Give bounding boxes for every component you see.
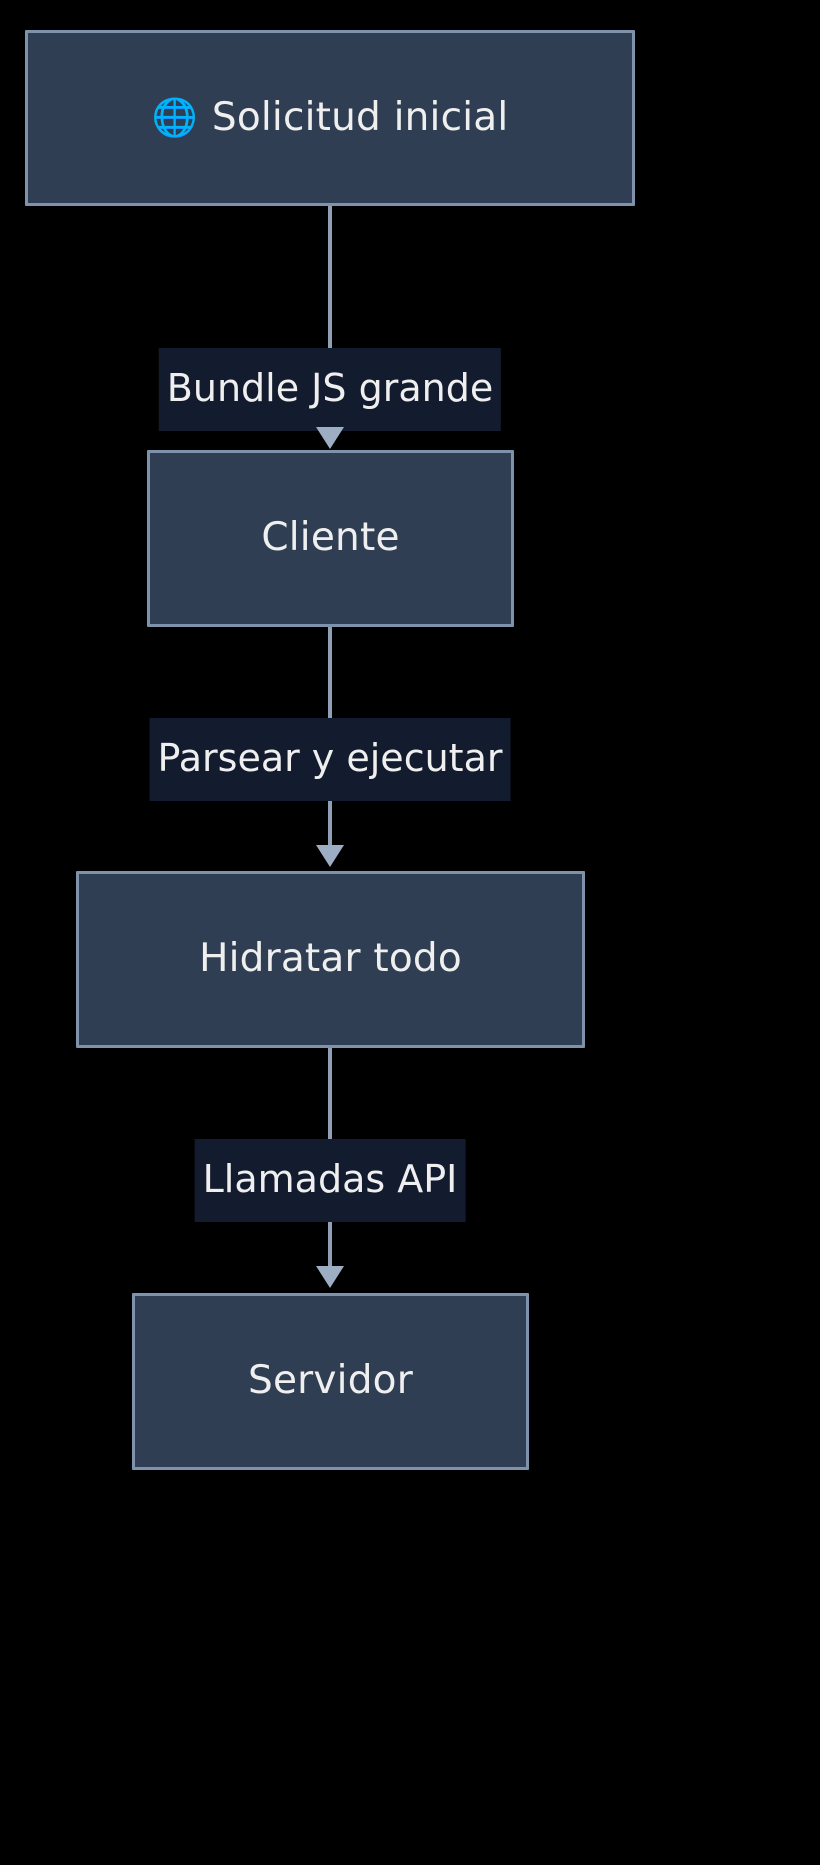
node-servidor-text: Servidor [248, 1358, 413, 1404]
edge-2-arrowhead-icon [316, 845, 344, 867]
node-solicitud-inicial-label: 🌐 Solicitud inicial [151, 94, 509, 140]
node-solicitud-inicial-text: Solicitud inicial [211, 94, 509, 140]
globe-icon: 🌐 [151, 96, 198, 140]
node-cliente-text: Cliente [261, 515, 400, 561]
edge-1-line [328, 206, 332, 441]
edge-2-label: Parsear y ejecutar [149, 718, 511, 801]
edge-1-label: Bundle JS grande [158, 348, 502, 431]
edge-1-arrowhead-icon [316, 427, 344, 449]
node-servidor-label: Servidor [248, 1358, 413, 1404]
node-hidratar-todo-text: Hidratar todo [199, 936, 462, 982]
edge-3-arrowhead-icon [316, 1266, 344, 1288]
node-solicitud-inicial[interactable]: 🌐 Solicitud inicial [25, 30, 635, 206]
node-hidratar-todo[interactable]: Hidratar todo [76, 871, 585, 1048]
edge-3-label: Llamadas API [194, 1139, 466, 1222]
node-hidratar-todo-label: Hidratar todo [199, 936, 462, 982]
node-cliente-label: Cliente [261, 515, 400, 561]
node-servidor[interactable]: Servidor [132, 1293, 529, 1470]
node-cliente[interactable]: Cliente [147, 450, 514, 627]
